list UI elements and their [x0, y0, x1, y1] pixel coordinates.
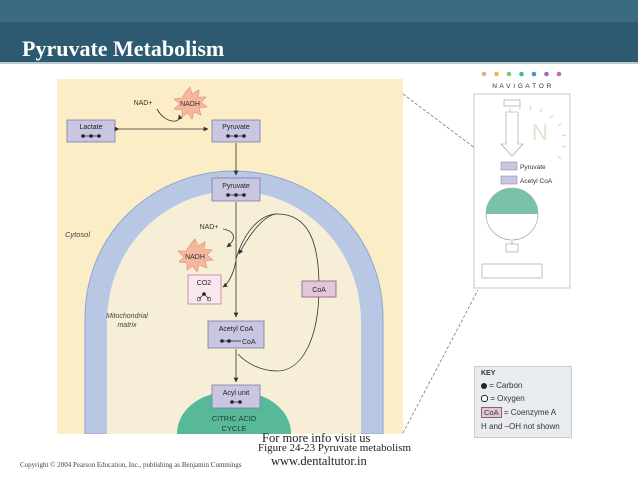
- navigator-cycle-highlight: [486, 188, 538, 214]
- nadh-mito-burst: [177, 238, 214, 273]
- co2-release-arrow: [222, 260, 237, 288]
- navigator-acetyl-coa-label: Acetyl CoA: [520, 178, 553, 185]
- navigator-dots: [481, 71, 562, 77]
- key-coa-box: CoA: [481, 407, 502, 418]
- navigator-pyruvate-box: [500, 161, 518, 171]
- nad-top-label: NAD+: [134, 100, 153, 107]
- co2-molecule: [196, 292, 212, 302]
- cytosol-label: Cytosol: [65, 230, 90, 239]
- acetyl-coa-box: [207, 320, 265, 349]
- overlay-url[interactable]: www.dentaltutor.in: [271, 454, 367, 468]
- navigator-dot: [494, 71, 499, 77]
- navigator-dot: [506, 71, 512, 77]
- mitochondrial-matrix: [107, 191, 361, 434]
- navigator-panel: N A V I G A T O R N Pyruvate Acetyl CoA: [470, 64, 574, 290]
- pyruvate-mito-label: Pyruvate: [222, 183, 250, 190]
- coa-label: CoA: [312, 287, 326, 294]
- pyruvate-mito-carbons: [226, 193, 246, 197]
- coa-entry-arrow: [238, 213, 278, 255]
- navigator-dot: [544, 71, 549, 77]
- nad-nadh-curve-arrow: [156, 108, 183, 122]
- co2-label: CO2: [197, 280, 212, 287]
- pyruvate-top-label: Pyruvate: [222, 124, 250, 131]
- acyl-unit-carbons: [230, 400, 242, 404]
- diagram-svg: NADH NAD+ Lactate Pyruvate Pyruvate Cyto…: [65, 86, 384, 434]
- key-carbon-label: = Carbon: [489, 381, 523, 390]
- navigator-acetyl-coa-box: [500, 175, 518, 185]
- acetyl-coa-carbons: [220, 339, 241, 343]
- nad-mito-curve-arrow: [222, 228, 234, 248]
- navigator-top-box: [503, 99, 521, 107]
- nadh-top-burst: [173, 86, 208, 120]
- citric-acid-label-2: CYCLE: [221, 424, 246, 433]
- acetyl-coa-label: Acetyl CoA: [219, 326, 254, 333]
- navigator-svg: N A V I G A T O R N Pyruvate Acetyl CoA: [473, 71, 571, 289]
- oxygen-circle-icon: [481, 395, 488, 403]
- figure-caption: Figure 24-23 Pyruvate metabolism: [258, 442, 412, 454]
- mito-matrix-label-2: matrix: [117, 322, 137, 329]
- navigator-dot: [481, 71, 487, 77]
- lactate-label: Lactate: [80, 124, 103, 131]
- nadh-top-label: NADH: [180, 101, 200, 108]
- key-oxygen-label: = Oxygen: [490, 394, 525, 403]
- copyright-notice: Copyright © 2004 Pearson Education, Inc.…: [20, 461, 242, 469]
- navigator-dot: [556, 71, 562, 77]
- acetyl-coa-sub-label: CoA: [242, 339, 256, 346]
- key-title: KEY: [481, 370, 496, 377]
- mito-matrix-label-1: Mitochondrial: [106, 313, 148, 320]
- lactate-carbons: [81, 134, 101, 138]
- acyl-unit-label: Acyl unit: [223, 390, 250, 397]
- overlay-info-line: For more info visit us: [262, 431, 371, 445]
- navigator-pyruvate-label: Pyruvate: [520, 164, 546, 171]
- pyruvate-diagram: NADH NAD+ Lactate Pyruvate Pyruvate Cyto…: [57, 79, 403, 434]
- navigator-ticks: [509, 105, 567, 160]
- navigator-compass-letter: N: [532, 120, 548, 145]
- citric-acid-cycle-dome: [177, 391, 291, 434]
- nad-mito-label: NAD+: [200, 224, 219, 231]
- slide-title: Pyruvate Metabolism: [22, 36, 225, 61]
- navigator-bottom-box-2: [481, 263, 543, 279]
- title-bar-band: [0, 0, 638, 22]
- navigator-bottom-box-1: [505, 243, 519, 253]
- title-rule: [0, 62, 638, 64]
- key-carbon-row: = Carbon: [481, 381, 522, 390]
- coa-box: [301, 280, 337, 298]
- key-coa-row: CoA = Coenzyme A: [481, 407, 556, 418]
- pyruvate-top-box: [211, 119, 261, 143]
- title-bar: Pyruvate Metabolism: [0, 0, 638, 64]
- key-coenzyme-label: = Coenzyme A: [503, 408, 557, 417]
- navigator-title: N A V I G A T O R: [492, 83, 552, 90]
- navigator-dot: [531, 71, 537, 77]
- pyruvate-top-carbons: [226, 134, 246, 138]
- navigator-down-arrow: [500, 111, 524, 157]
- key-oxygen-row: = Oxygen: [481, 394, 525, 403]
- key-note: H and –OH not shown: [481, 422, 560, 431]
- navigator-dot: [519, 71, 524, 77]
- citric-acid-label-1: CITRIC ACID: [212, 414, 257, 423]
- acyl-unit-box: [211, 384, 261, 409]
- pyruvate-mito-box: [211, 177, 261, 202]
- key-legend: KEY = Carbon = Oxygen CoA = Coenzyme A H…: [474, 366, 572, 438]
- co2-box: [187, 274, 222, 305]
- nadh-mito-label: NADH: [185, 254, 205, 261]
- carbon-dot-icon: [481, 382, 487, 389]
